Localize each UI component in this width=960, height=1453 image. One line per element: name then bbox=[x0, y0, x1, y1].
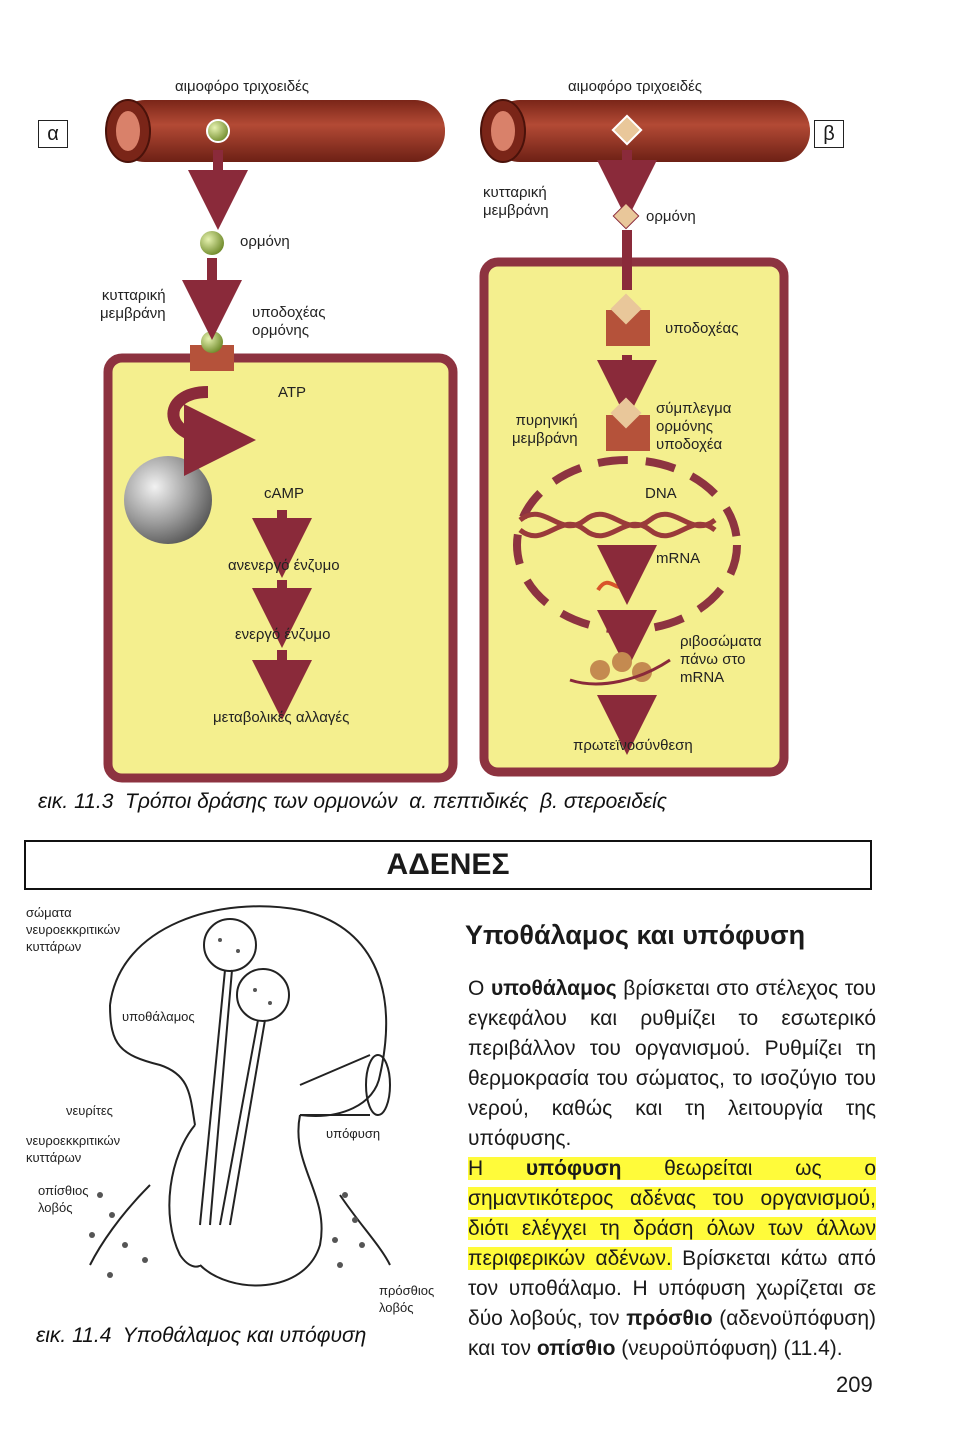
label-hormone-b: ορμόνη bbox=[646, 208, 696, 225]
caption-fig-11-3: εικ. 11.3 Τρόποι δράσης των ορμονών α. π… bbox=[38, 790, 667, 813]
label-receptor-a: υποδοχέας ορμόνης bbox=[252, 304, 326, 339]
label-membrane-b: κυτταρική μεμβράνη bbox=[483, 184, 549, 219]
page-number: 209 bbox=[836, 1372, 873, 1397]
paragraph-hypothalamus: Ο υποθάλαμος βρίσκεται στο στέλεχος του … bbox=[468, 977, 876, 1150]
label-atp: ATP bbox=[278, 384, 307, 401]
cell-b bbox=[479, 257, 789, 777]
label-inactive-enzyme: ανενεργό ένζυμο bbox=[228, 557, 340, 574]
paragraph-pituitary: Η υπόφυση θεωρείται ως ο σημαντικότερος … bbox=[468, 1157, 876, 1360]
label-metabolic-changes: μεταβολικές αλλαγές bbox=[213, 709, 350, 726]
label-complex: σύμπλεγμα ορμόνης υποδοχέα bbox=[656, 400, 732, 453]
label-neurosecretory-bodies: σώματα νευροεκκριτικών κυττάρων bbox=[26, 905, 121, 954]
label-membrane-a: κυτταρική μεμβράνη bbox=[100, 287, 166, 322]
label-capillary-b: αιμοφόρο τριχοειδές bbox=[568, 78, 702, 95]
label-protein-synthesis: πρωτεϊνοσύνθεση bbox=[573, 737, 693, 754]
label-hormone-a: ορμόνη bbox=[240, 233, 290, 250]
nucleus-a bbox=[124, 456, 212, 544]
figure-hypothalamus-pituitary bbox=[89, 905, 391, 1287]
heading: Υποθάλαμος και υπόφυση bbox=[465, 920, 806, 950]
label-camp: cAMP bbox=[264, 485, 305, 502]
caption-fig-11-4: εικ. 11.4 Υποθάλαμος και υπόφυση bbox=[36, 1324, 367, 1347]
label-neurosecretory-cells: νευροεκκριτικών κυττάρων bbox=[26, 1133, 121, 1165]
label-posterior-lobe: οπίσθιος λοβός bbox=[38, 1183, 89, 1215]
label-capillary-a: αιμοφόρο τριχοειδές bbox=[175, 78, 309, 95]
label-hypothalamus: υποθάλαμος bbox=[122, 1009, 195, 1024]
capillary-a bbox=[105, 99, 445, 163]
capillary-b bbox=[480, 99, 810, 163]
label-fibers: νευρίτες bbox=[66, 1103, 113, 1118]
label-receptor-b: υποδοχέας bbox=[665, 320, 739, 337]
label-ribosomes: ριβοσώματα πάνω στο mRNA bbox=[680, 633, 762, 686]
section-title: ΑΔΕΝΕΣ bbox=[24, 840, 872, 890]
figure-hormone-action bbox=[103, 99, 810, 783]
label-dna: DNA bbox=[645, 485, 677, 502]
panel-letter-a: α bbox=[38, 120, 68, 148]
label-mrna: mRNA bbox=[656, 550, 701, 567]
label-pituitary: υπόφυση bbox=[326, 1126, 381, 1141]
label-anterior-lobe: πρόσθιος λοβός bbox=[379, 1283, 435, 1315]
panel-letter-b: β bbox=[814, 120, 844, 148]
label-active-enzyme: ενεργό ένζυμο bbox=[235, 626, 331, 643]
label-nuclear-membrane: πυρηνική μεμβράνη bbox=[512, 412, 578, 447]
